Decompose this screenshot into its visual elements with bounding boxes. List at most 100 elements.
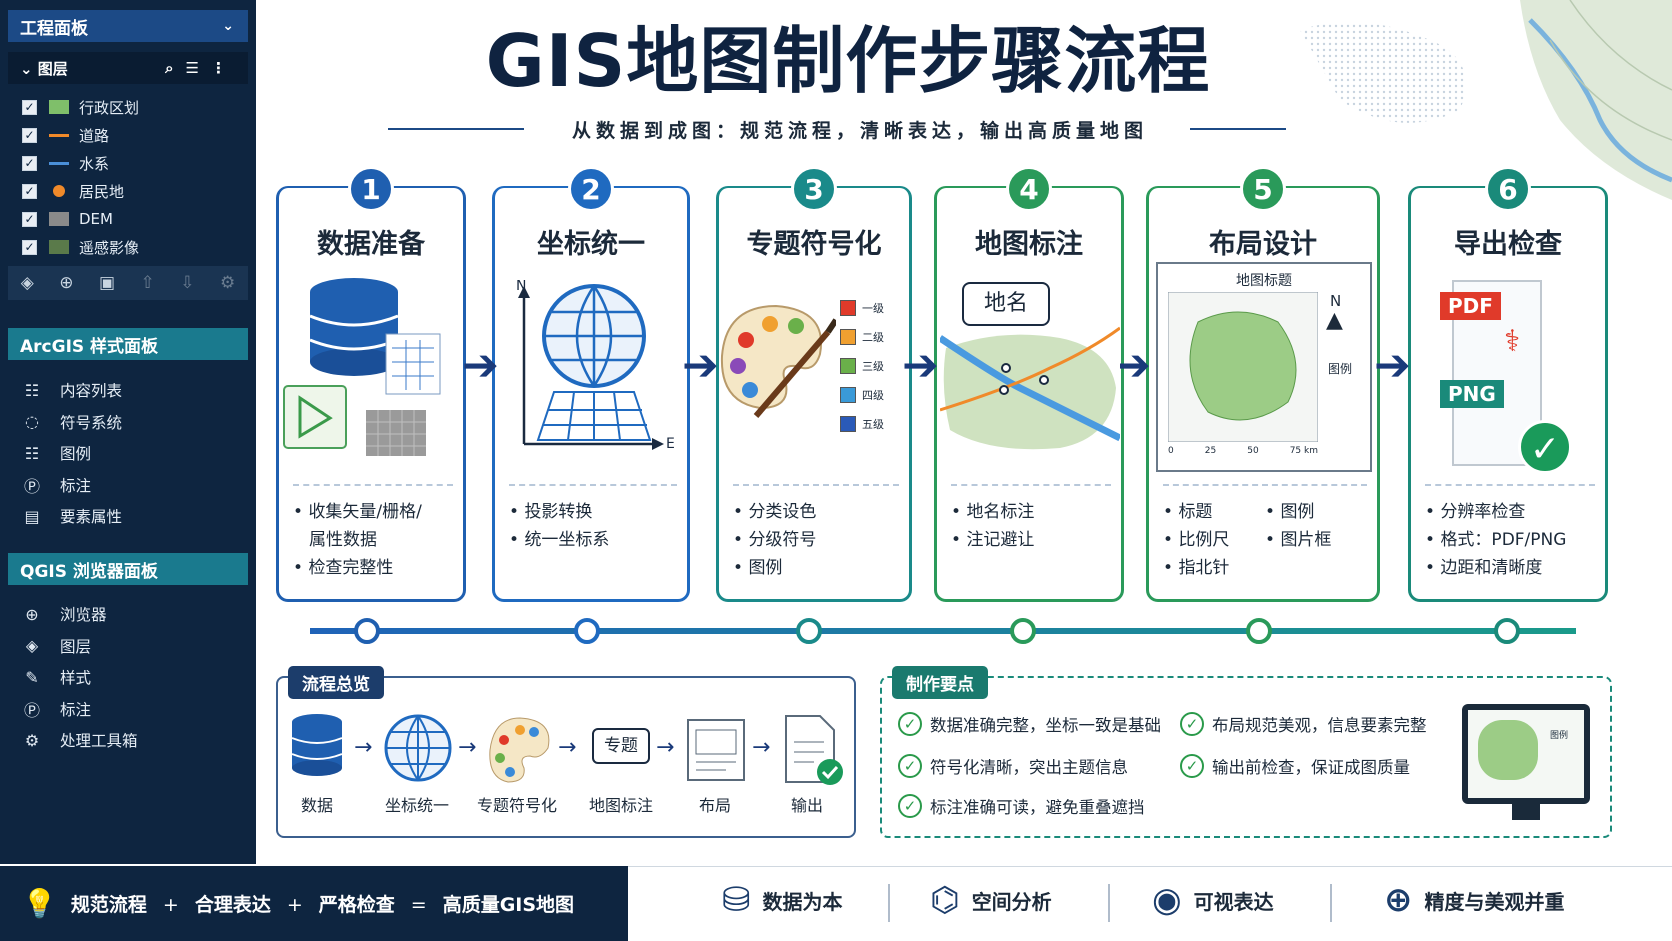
check-icon: ✓ xyxy=(1518,420,1572,474)
layer-swatch-icon xyxy=(49,240,69,254)
formula-part: 规范流程 xyxy=(70,894,147,916)
gear-icon: ⚙ xyxy=(24,730,40,750)
sidebar: 工程面板 ⌄ ⌄ 图层 ⌕☰⋮ ✓行政区划✓道路✓水系✓居民地✓DEM✓遥感影像… xyxy=(0,0,256,864)
layer-checkbox[interactable]: ✓ xyxy=(22,155,37,171)
add-icon[interactable]: ⊕ xyxy=(59,273,74,293)
north-arrow-icon: ▲ xyxy=(1326,308,1343,333)
formula-part: 合理表达 xyxy=(194,894,271,916)
formula-part: + xyxy=(162,894,179,916)
layer-item[interactable]: ✓ 遥感影像 xyxy=(22,234,139,260)
step-bullet: 分辨率检查 xyxy=(1425,498,1595,526)
footer-formula: 💡 规范流程+合理表达+严格检查=高质量GIS地图 xyxy=(0,866,628,941)
step-bullets: 分类设色分级符号图例 xyxy=(733,484,899,582)
menu-item-label: 内容列表 xyxy=(60,382,123,400)
chevron-down-icon[interactable]: ⌄ xyxy=(222,18,234,34)
tips-tag: 制作要点 xyxy=(892,666,988,699)
axis-n-label: N xyxy=(516,280,526,294)
search-icon[interactable]: ⌕ xyxy=(165,59,186,77)
arcgis-panel-header[interactable]: ArcGIS 样式面板 xyxy=(8,328,248,360)
legend-level-label: 二级 xyxy=(862,331,884,344)
arrow-right-icon: ➔ xyxy=(902,340,939,391)
tip-text: 布局规范美观，信息要素完整 xyxy=(1212,716,1427,735)
check-circle-icon: ✓ xyxy=(1180,712,1204,736)
check-circle-icon: ✓ xyxy=(898,712,922,736)
step-bullet: 分级符号 xyxy=(733,526,899,554)
qgis-panel-title: QGIS 浏览器面板 xyxy=(20,561,158,582)
layer-item[interactable]: ✓DEM xyxy=(22,206,113,232)
pdf-badge: PDF xyxy=(1440,292,1501,320)
step-card-3[interactable]: 3专题符号化分类设色分级符号图例 xyxy=(716,166,912,602)
network-icon: ⌬ xyxy=(930,880,960,920)
check-circle-icon: ✓ xyxy=(898,754,922,778)
layer-checkbox[interactable]: ✓ xyxy=(22,211,37,227)
brush-icon: ✎ xyxy=(25,667,39,687)
layout-legend: 图例 xyxy=(1328,362,1353,376)
step-bullets: 标题图例比例尺图片框指北针 xyxy=(1163,484,1367,582)
layer-checkbox[interactable]: ✓ xyxy=(22,239,37,255)
layer-checkbox[interactable]: ✓ xyxy=(22,127,37,143)
layers-icon[interactable]: ◈ xyxy=(20,273,34,293)
arcgis-item[interactable]: ☷图例 xyxy=(22,439,91,467)
footer-divider xyxy=(888,884,890,922)
layout-north-arrow: N xyxy=(1330,292,1342,310)
symbology-icon: ◌ xyxy=(25,412,39,431)
check-circle-icon: ✓ xyxy=(898,794,922,818)
step-bullets: 收集矢量/栅格/属性数据检查完整性 xyxy=(293,484,453,582)
menu-item-label: 样式 xyxy=(60,669,92,687)
layer-checkbox[interactable]: ✓ xyxy=(22,183,37,199)
layers-header[interactable]: ⌄ 图层 ⌕☰⋮ xyxy=(8,52,248,84)
target-icon: ⊕ xyxy=(1384,880,1413,920)
arcgis-item[interactable]: ◌符号系统 xyxy=(22,408,122,436)
step-bullets: 分辨率检查格式：PDF/PNG边距和清晰度 xyxy=(1425,484,1595,582)
overview-panel: 流程总览 xyxy=(276,666,856,838)
menu-item-label: 标注 xyxy=(60,700,92,719)
qgis-item[interactable]: ✎ 样式 xyxy=(22,663,91,691)
layer-checkbox[interactable]: ✓ xyxy=(22,99,37,115)
layer-label: 遥感影像 xyxy=(79,238,140,257)
qgis-item[interactable]: ⊕浏览器 xyxy=(22,600,106,628)
arcgis-item[interactable]: ▤要素属性 xyxy=(22,502,122,530)
layer-item[interactable]: ✓水系 xyxy=(22,150,109,176)
menu-item-label: 处理工具箱 xyxy=(60,732,138,750)
list-icon[interactable]: ☰ xyxy=(185,59,211,77)
folder-icon[interactable]: ▣ xyxy=(99,273,116,293)
timeline-dot xyxy=(1010,618,1036,644)
arrow-right-icon: ➔ xyxy=(1114,340,1151,391)
step-bullet: 图例 xyxy=(1265,498,1367,526)
decorative-map-art xyxy=(1300,0,1672,200)
menu-item-label: 图例 xyxy=(60,445,92,463)
layers-header-label: 图层 xyxy=(37,59,68,78)
legend-level-label: 三级 xyxy=(862,360,884,373)
footer-item: ◉可视表达 xyxy=(1152,880,1274,920)
timeline xyxy=(310,628,1576,634)
png-badge: PNG xyxy=(1440,380,1504,408)
arrow-right-icon: ➔ xyxy=(1374,340,1411,391)
move-down-icon[interactable]: ⇩ xyxy=(180,273,195,293)
qgis-item[interactable]: ◈图层 xyxy=(22,632,91,660)
tip-text: 输出前检查，保证成图质量 xyxy=(1212,758,1410,777)
formula-part: 高质量GIS地图 xyxy=(442,894,575,916)
step-number-badge: 3 xyxy=(791,166,837,212)
move-up-icon[interactable]: ⇧ xyxy=(140,273,155,293)
project-panel-header[interactable]: 工程面板 ⌄ xyxy=(8,10,248,42)
settings-icon[interactable]: ⚙ xyxy=(219,273,236,293)
arcgis-panel-title: ArcGIS 样式面板 xyxy=(20,336,159,357)
step-bullets: 投影转换统一坐标系 xyxy=(509,484,677,554)
layer-item[interactable]: ✓居民地 xyxy=(22,178,124,204)
footer-item-label: 可视表达 xyxy=(1193,889,1274,914)
globe-icon xyxy=(384,714,452,782)
list-icon: ☷ xyxy=(24,380,40,400)
layer-item[interactable]: ✓道路 xyxy=(22,122,109,148)
step-bullet: 分类设色 xyxy=(733,498,899,526)
qgis-item[interactable]: ⚙ 处理工具箱 xyxy=(22,726,138,754)
chevron-down-icon[interactable]: ⌄ xyxy=(20,59,38,78)
qgis-panel-header[interactable]: QGIS 浏览器面板 xyxy=(8,553,248,585)
database-icon xyxy=(291,714,343,776)
legend-level: 三级 xyxy=(840,358,884,374)
more-icon[interactable]: ⋮ xyxy=(211,59,238,77)
layer-item[interactable]: ✓行政区划 xyxy=(22,94,139,120)
arcgis-item[interactable]: ☷ 内容列表 xyxy=(22,376,122,404)
